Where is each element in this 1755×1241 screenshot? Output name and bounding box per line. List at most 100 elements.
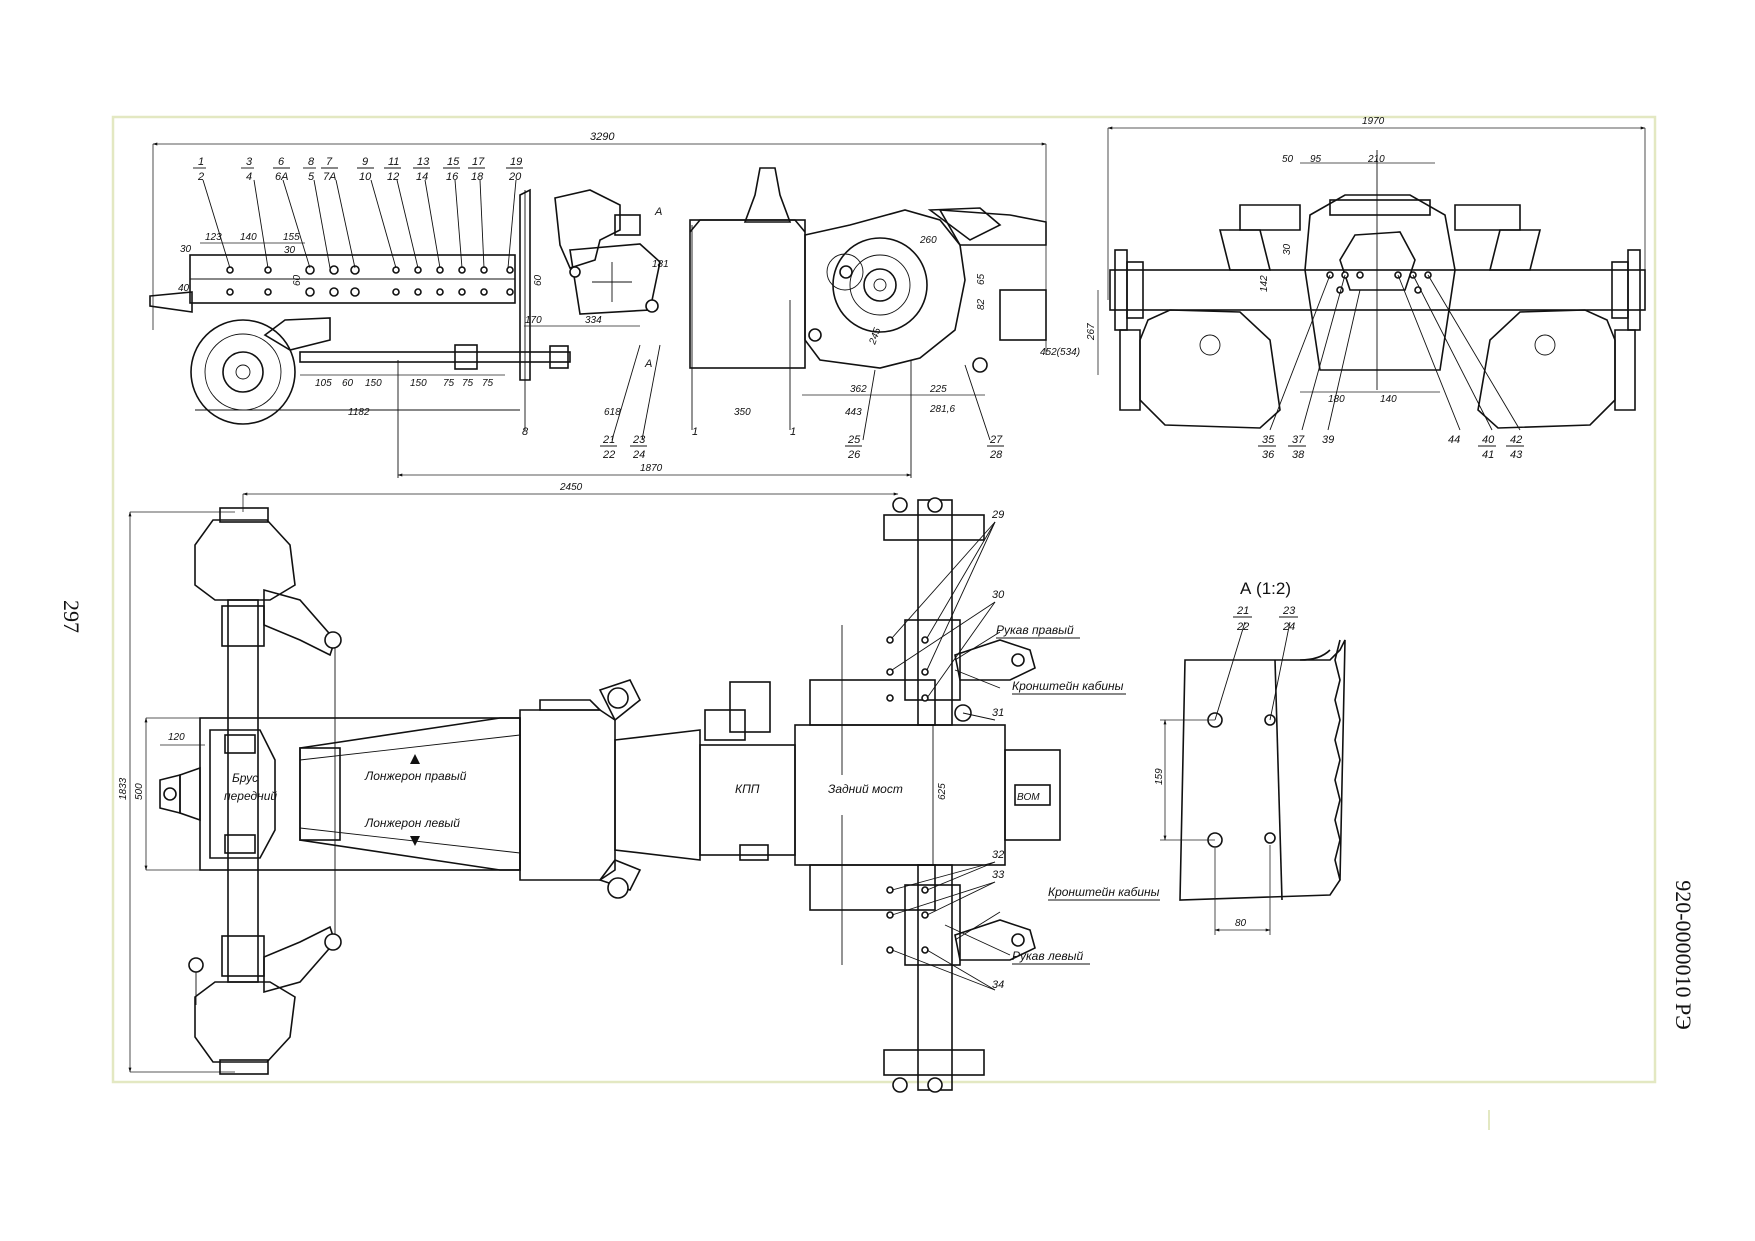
callout-33: 33 [992,869,1005,881]
svg-text:65: 65 [976,273,987,285]
svg-text:1: 1 [198,156,204,168]
svg-text:8: 8 [308,156,315,168]
svg-text:80: 80 [1235,918,1247,929]
detail-title: А (1:2) [1240,579,1291,598]
svg-text:12: 12 [387,171,399,183]
label-sleeve-left: Рукав левый [1012,949,1083,963]
svg-text:7А: 7А [323,171,336,183]
svg-text:44: 44 [1448,434,1460,446]
svg-text:30: 30 [180,244,192,255]
svg-text:30: 30 [284,245,296,256]
svg-text:123: 123 [205,232,222,243]
svg-text:142: 142 [1259,275,1270,292]
svg-text:452(534): 452(534) [1040,347,1080,358]
svg-text:10: 10 [359,171,372,183]
callout-44: 44 [1448,434,1460,446]
dim-2450: 2450 [559,482,583,493]
callout-8-5: 85 [303,156,316,183]
svg-text:95: 95 [1310,154,1322,165]
svg-text:16: 16 [446,171,459,183]
callout-30: 30 [992,589,1005,601]
plan-bolts [886,636,929,954]
label-rear-axle: Задний мост [828,782,903,796]
section-mark-8: 8 [522,426,529,438]
svg-text:500: 500 [134,783,145,800]
svg-text:362: 362 [850,384,867,395]
svg-text:24: 24 [1282,621,1295,633]
frame-holes [226,265,514,297]
page-number: 297 [59,600,84,633]
svg-text:350: 350 [734,407,751,418]
svg-text:13: 13 [417,156,430,168]
svg-text:1182: 1182 [348,407,370,418]
svg-text:37: 37 [1292,434,1305,446]
svg-text:625: 625 [937,783,948,800]
svg-text:22: 22 [602,449,615,461]
svg-text:23: 23 [1282,605,1296,617]
svg-text:22: 22 [1236,621,1249,633]
svg-text:40: 40 [1482,434,1495,446]
svg-text:120: 120 [168,732,185,743]
dim-1970: 1970 [1362,116,1385,127]
svg-text:21: 21 [602,434,615,446]
section-mark-a-bottom: А [644,358,652,370]
callout-7-7a: 77А [321,156,338,183]
svg-text:75: 75 [462,378,474,389]
callout-34: 34 [992,979,1004,991]
top-leaders [202,179,517,269]
label-bracket-top: Кронштейн кабины [1012,679,1124,693]
document-code: 920-0000010 РЭ [1671,880,1696,1030]
svg-text:155: 155 [283,232,300,243]
svg-text:21: 21 [1236,605,1249,617]
svg-text:27: 27 [989,434,1003,446]
svg-text:170: 170 [525,315,542,326]
svg-text:2: 2 [197,171,204,183]
front-wheel-side [190,319,296,425]
section-mark-1-right: 1 [790,426,796,438]
svg-text:23: 23 [632,434,646,446]
svg-text:60: 60 [292,274,303,286]
section-mark-1-left: 1 [692,426,698,438]
svg-text:140: 140 [1380,394,1397,405]
svg-text:150: 150 [410,378,427,389]
svg-text:260: 260 [919,235,937,246]
svg-text:618: 618 [604,407,621,418]
svg-text:82: 82 [976,298,987,310]
svg-text:245: 245 [867,326,884,347]
svg-text:180: 180 [1328,394,1345,405]
svg-text:17: 17 [472,156,485,168]
rear-axle-side [804,207,1047,373]
svg-text:7: 7 [326,156,333,168]
side-small-dims: 123 140 155 30 30 40 60 60 181 170 334 1… [178,232,1080,477]
svg-text:26: 26 [847,449,861,461]
svg-text:36: 36 [1262,449,1275,461]
svg-text:6: 6 [278,156,285,168]
svg-text:210: 210 [1367,154,1385,165]
svg-text:30: 30 [1282,243,1293,255]
svg-text:6А: 6А [275,171,288,183]
callout-39: 39 [1322,434,1334,446]
svg-text:19: 19 [510,156,522,168]
svg-text:28: 28 [989,449,1003,461]
label-peredniy: передний [224,789,277,803]
svg-text:14: 14 [416,171,428,183]
svg-text:39: 39 [1322,434,1334,446]
svg-text:334: 334 [585,315,602,326]
svg-text:150: 150 [365,378,382,389]
svg-text:50: 50 [1282,154,1294,165]
svg-text:281,6: 281,6 [929,404,955,415]
svg-text:60: 60 [342,378,354,389]
svg-text:225: 225 [929,384,947,395]
